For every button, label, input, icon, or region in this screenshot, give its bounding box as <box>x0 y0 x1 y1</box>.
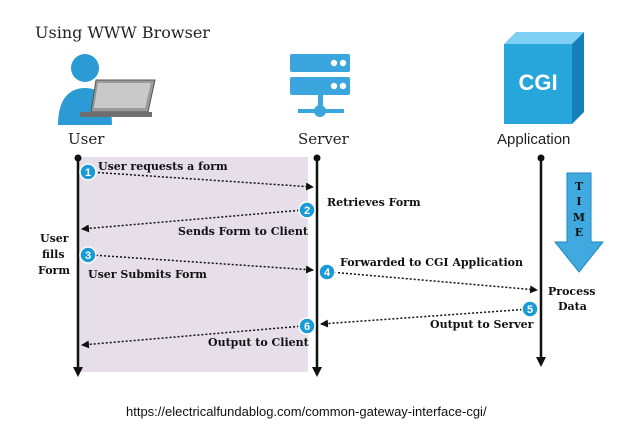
user-fills-line-3: Form <box>38 264 70 277</box>
user-icon <box>58 54 156 125</box>
user-fills-line-2: fills <box>42 248 65 261</box>
step-label-1: User requests a form <box>98 160 228 173</box>
cgi-cube-icon <box>504 32 584 124</box>
arrow-step-5 <box>320 308 531 328</box>
process-data-line-1: Process <box>548 285 596 298</box>
time-letter-t: T <box>575 180 584 193</box>
time-letter-i: I <box>576 195 581 208</box>
step-badge-3: 3 <box>79 246 97 264</box>
step-label-4: Forwarded to CGI Application <box>340 256 523 269</box>
step-badge-5: 5 <box>521 300 539 318</box>
shaded-region <box>78 157 308 372</box>
arrow-step-3 <box>91 254 314 274</box>
user-label: User <box>68 130 105 148</box>
step-label-6: Output to Client <box>208 336 310 349</box>
time-letter-m: M <box>573 211 585 224</box>
step-label-2: Retrieves Form <box>327 196 421 209</box>
step-label-5: Output to Server <box>430 318 534 331</box>
user-fills-line-1: User <box>40 232 69 245</box>
step-label-2b: Sends Form to Client <box>178 225 309 238</box>
arrow-step-4 <box>329 271 538 294</box>
svg-text:1: 1 <box>85 167 91 179</box>
server-icon <box>290 54 350 117</box>
svg-text:4: 4 <box>324 267 331 279</box>
process-data-line-2: Data <box>558 300 587 313</box>
step-label-3: User Submits Form <box>88 268 207 281</box>
step-badge-4: 4 <box>318 263 336 281</box>
arrow-step-1 <box>89 171 314 191</box>
svg-text:2: 2 <box>304 205 310 217</box>
svg-text:5: 5 <box>527 304 533 316</box>
arrow-step-6 <box>81 325 304 349</box>
source-url: https://electricalfundablog.com/common-g… <box>126 404 487 419</box>
application-label: Application <box>497 131 570 148</box>
step-badge-2: 2 <box>298 201 316 219</box>
step-badge-6: 6 <box>298 317 316 335</box>
time-letter-e: E <box>575 226 583 239</box>
diagram-title: Using WWW Browser <box>35 23 210 42</box>
svg-text:3: 3 <box>85 250 91 262</box>
svg-text:6: 6 <box>304 321 310 333</box>
server-label: Server <box>298 130 350 148</box>
step-badge-1: 1 <box>79 163 97 181</box>
cgi-box-label: CGI <box>518 70 557 95</box>
arrow-step-2 <box>81 209 304 233</box>
time-arrow-icon <box>553 172 605 273</box>
